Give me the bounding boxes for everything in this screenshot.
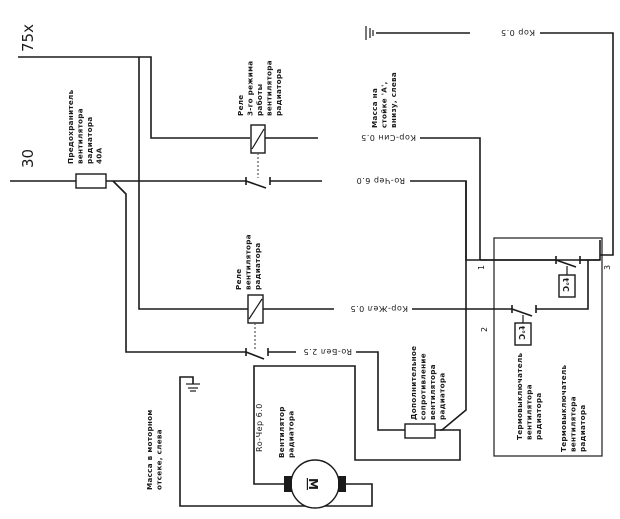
relay-fan-label-line: вентилятора xyxy=(244,234,253,290)
thermoswitch-2-sensor xyxy=(514,322,532,346)
relay-fan-label-line: радиатора xyxy=(253,243,262,291)
thermoswitch-1-label: Термовыключатель вентилятора радиатора xyxy=(515,350,543,440)
wire-label-kor-sin: Кор-Син 0.5 xyxy=(361,133,416,142)
wire-ro-bel-2 xyxy=(356,351,405,431)
fuse-label: Предохранитель вентилятора радиатора 40А xyxy=(66,87,104,164)
relay-mode3-coil-diag xyxy=(251,128,265,150)
wire-label-ro-cher-motor: Ro-Чер 6.0 xyxy=(255,403,264,452)
resistor-label: Дополнительное сопротивление вентилятора… xyxy=(409,343,447,420)
resistor-label-line: Дополнительное xyxy=(409,346,418,420)
wire-motor-ground xyxy=(179,376,373,507)
resistor-label-line: вентилятора xyxy=(428,364,437,420)
ground-pillar-a-label-line: стойке 'А', xyxy=(380,81,389,128)
ground-engine-label: Масса в моторном отсеке, слева xyxy=(145,407,164,490)
ground-pillar-a-label: Масса на стойке 'А', внизу, слева xyxy=(370,72,398,128)
ground-engine-label-line: Масса в моторном xyxy=(145,409,154,490)
wire-label-ro-cher-top: Ro-Чер 6.0 xyxy=(356,176,405,185)
thermoswitch-2-label-line: Термовыключатель xyxy=(559,364,568,452)
wire-relay-fan-to-motor xyxy=(256,365,461,461)
fuse-label-line: Предохранитель xyxy=(66,89,75,164)
fuse-label-line: радиатора xyxy=(85,117,94,165)
motor-label-line: радиатора xyxy=(287,411,296,459)
pin-3-label: 3 xyxy=(603,265,612,270)
relay-mode3-label-line: Реле xyxy=(236,95,245,116)
motor-label: Вентилятор радиатора xyxy=(277,404,296,458)
relay-mode3: Реле 3-го режима работы вентилятора ради… xyxy=(236,57,601,261)
thermoswitch-2-label-line: вентилятора xyxy=(569,396,578,452)
wire-resistor-out xyxy=(435,181,467,431)
wire-label-ro-bel: Ro-Бел 2.5 xyxy=(303,347,352,356)
wire-label-kor-zhel: Кор-Жел 0.5 xyxy=(350,304,408,313)
relay-mode3-label-line: 3-го режима xyxy=(246,61,255,116)
thermoswitch-1-blade xyxy=(555,259,577,268)
thermoswitch-1-sensor xyxy=(558,274,576,298)
relay-fan-coil-diag xyxy=(248,298,263,320)
relay-mode3-label-line: работы xyxy=(255,84,264,116)
wire-75x-relay-fan-coil xyxy=(138,57,248,310)
wire-label-kor: Кор 0.5 xyxy=(501,28,535,37)
motor-brush-left xyxy=(284,476,292,492)
wire-ro-cher-top-2 xyxy=(410,180,601,261)
fan-motor: Ro-Чер 6.0 M Вентилятор радиатора xyxy=(253,365,346,509)
wire-switch2-out xyxy=(536,260,589,310)
terminal-30-label: 30 xyxy=(19,149,37,168)
ground-pillar-a-label-line: внизу, слева xyxy=(389,72,398,128)
fuse: Предохранитель вентилятора радиатора 40А xyxy=(66,87,246,353)
resistor: Дополнительное сопротивление вентилятора… xyxy=(404,181,467,439)
terminal-75x-label: 75x xyxy=(19,24,37,52)
wire-kor-ground-2 xyxy=(540,32,614,256)
relay-mode3-switch-blade xyxy=(245,180,267,189)
terminal-75x: 75x xyxy=(18,24,250,310)
pin-1-label: 1 xyxy=(477,265,486,270)
wire-75x-feed xyxy=(18,56,250,139)
ground-pillar-a-label-line: Масса на xyxy=(370,88,379,128)
ground-engine-bay: Масса в моторном отсеке, слева xyxy=(145,376,373,507)
fuse-body xyxy=(75,173,107,189)
relay-fan-label-line: Реле xyxy=(234,269,243,290)
relay-fan-label: Реле вентилятора радиатора xyxy=(234,231,262,290)
thermoswitch-1-label-line: радиатора xyxy=(534,393,543,441)
thermoswitch-2-label: Термовыключатель вентилятора радиатора xyxy=(559,362,587,452)
resistor-body xyxy=(404,423,436,439)
pin-2-label: 2 xyxy=(480,327,489,332)
terminal-30: 30 xyxy=(10,149,246,182)
wire-kor-sin-2 xyxy=(420,137,481,260)
wire-fuse-branch xyxy=(112,180,246,353)
thermoswitch-housing xyxy=(493,237,603,457)
motor-symbol: M xyxy=(306,478,320,490)
relay-mode3-label-line: радиатора xyxy=(274,69,283,117)
ground-pillar-a: Кор 0.5 Масса на стойке 'А', внизу, слев… xyxy=(365,26,614,256)
relay-mode3-label-line: вентилятора xyxy=(265,60,274,116)
resistor-label-line: сопротивление xyxy=(419,353,428,420)
thermoswitch-1-label-line: вентилятора xyxy=(525,384,534,440)
relay-fan-switch-blade xyxy=(245,351,265,360)
ground-engine-label-line: отсеке, слева xyxy=(155,429,164,490)
motor-label-line: Вентилятор xyxy=(277,406,286,458)
motor-brush-right xyxy=(338,476,346,492)
thermoswitch-2-blade xyxy=(511,308,533,317)
thermoswitch-2-sensor-label: t°C xyxy=(517,326,526,340)
thermoswitch-assembly: t°C t°C 1 2 3 Термовыключатель вентилято… xyxy=(477,237,612,457)
fuse-label-line: вентилятора xyxy=(76,108,85,164)
resistor-label-line: радиатора xyxy=(438,373,447,421)
thermoswitch-1-label-line: Термовыключатель xyxy=(515,352,524,440)
wire-motor-feed xyxy=(253,365,284,485)
relay-fan: Реле вентилятора радиатора Ro-Бел 2.5 Ко… xyxy=(234,231,512,431)
fuse-label-line: 40А xyxy=(95,147,104,164)
relay-mode3-label: Реле 3-го режима работы вентилятора ради… xyxy=(236,57,283,116)
thermoswitch-2-label-line: радиатора xyxy=(578,405,587,453)
thermoswitch-1-sensor-label: t°C xyxy=(561,278,570,292)
